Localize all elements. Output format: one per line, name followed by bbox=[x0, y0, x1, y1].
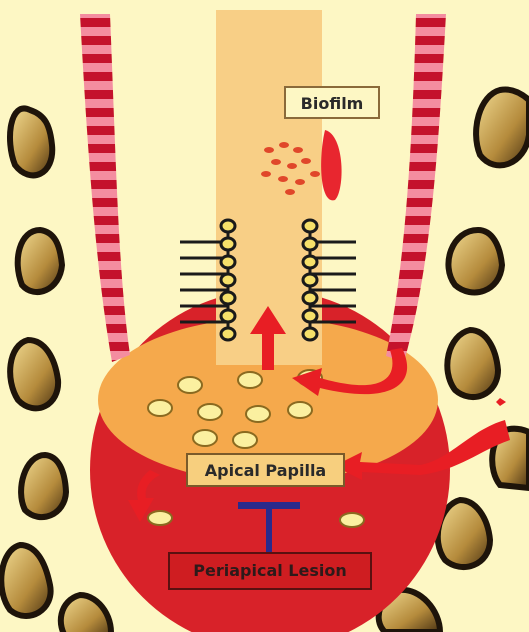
biofilm-label: Biofilm bbox=[284, 86, 380, 119]
root-wall-right bbox=[386, 14, 446, 362]
biofilm-mass bbox=[321, 130, 341, 200]
odontoblast-layer-left bbox=[180, 220, 235, 340]
apical-papilla-label: Apical Papilla bbox=[186, 453, 345, 487]
periapical-lesion-label: Periapical Lesion bbox=[168, 552, 372, 590]
root-wall-left bbox=[80, 14, 130, 362]
odontoblast-layer-right bbox=[303, 220, 356, 340]
